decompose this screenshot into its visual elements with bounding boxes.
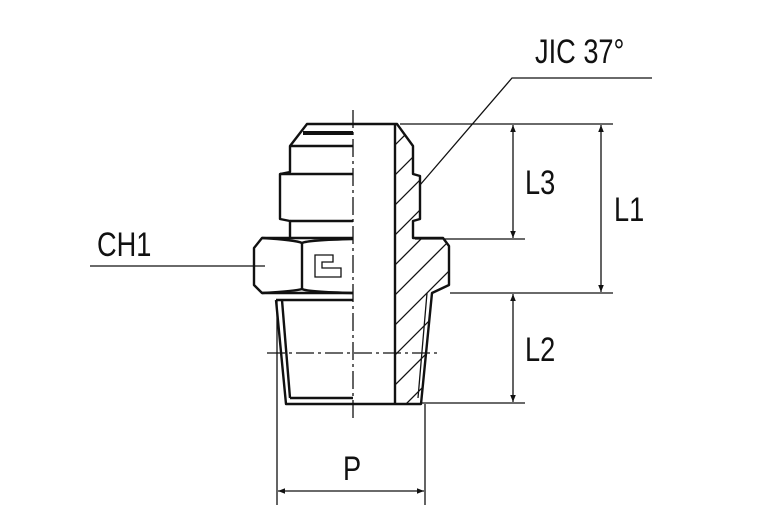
dimension-l3: L3 <box>510 125 555 238</box>
l3-label: L3 <box>525 163 555 202</box>
dimension-p: P <box>278 449 424 494</box>
fitting-exterior-view <box>252 122 354 406</box>
hex-nut <box>252 236 353 295</box>
ch1-callout: CH1 <box>90 225 265 267</box>
jic-label: JIC 37° <box>535 32 624 71</box>
l1-label: L1 <box>614 190 644 229</box>
dimension-l1: L1 <box>598 125 644 292</box>
jic-callout: JIC 37° <box>419 32 652 186</box>
dimension-l2: L2 <box>510 294 555 402</box>
fitting-section-view <box>353 122 451 406</box>
p-label: P <box>343 449 361 488</box>
l2-label: L2 <box>525 330 555 369</box>
manufacturer-logo <box>314 254 342 278</box>
extension-lines <box>276 123 613 505</box>
ch1-label: CH1 <box>97 225 151 264</box>
